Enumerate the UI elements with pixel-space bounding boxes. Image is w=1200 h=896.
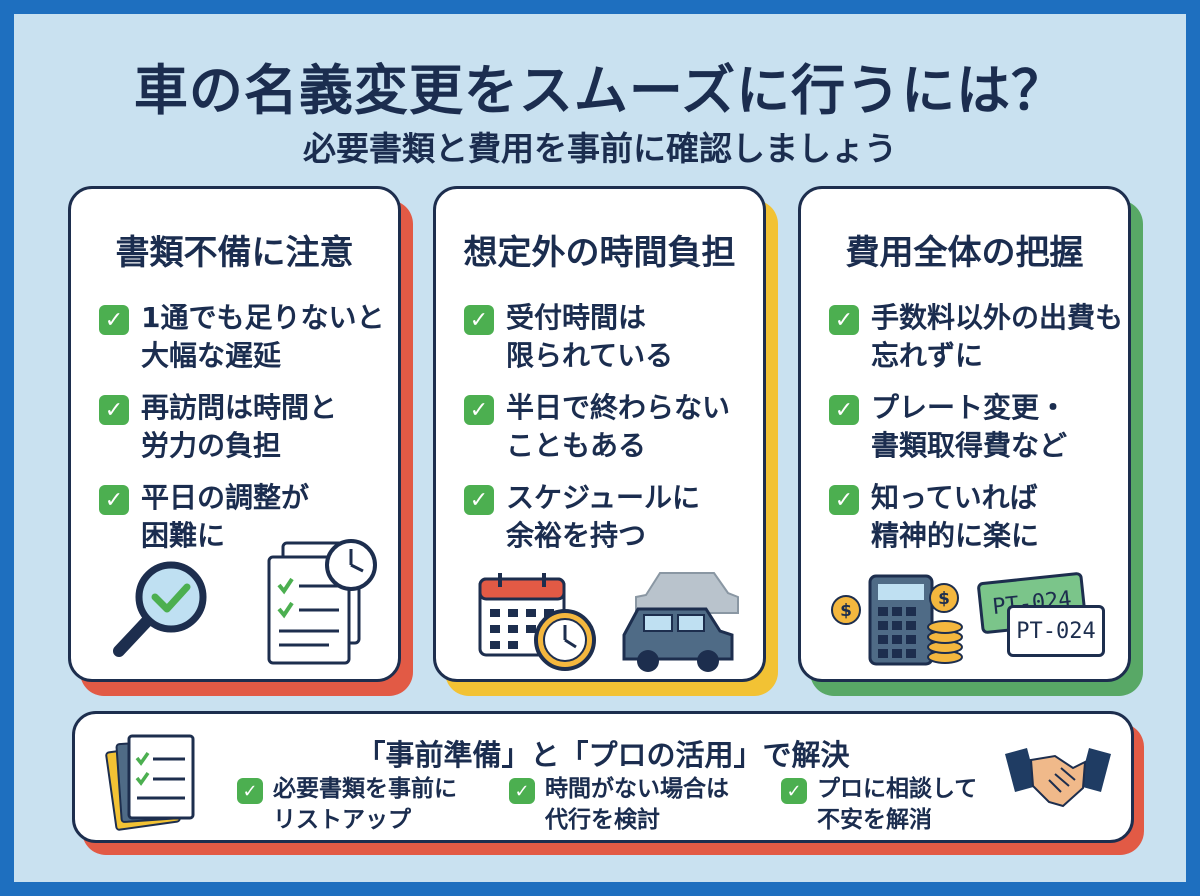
item-text: 必要書類を事前に リストアップ xyxy=(273,776,457,833)
list-item: ✓ スケジュールに 余裕を持つ xyxy=(464,479,776,555)
list-item: ✓ プロに相談して 不安を解消 xyxy=(781,774,1047,836)
check-icon: ✓ xyxy=(829,395,859,425)
card-total-cost: 費用全体の把握 ✓ 手数料以外の出費も 忘れずに ✓ プレート変更・ 書類取得費… xyxy=(798,186,1143,696)
card-time-burden: 想定外の時間負担 ✓ 受付時間は 限られている ✓ 半日で終わらない こともある… xyxy=(433,186,778,696)
list-item: ✓ 1通でも足りないと 大幅な遅延 xyxy=(99,299,411,375)
item-text: 再訪問は時間と 労力の負担 xyxy=(141,391,338,462)
check-icon: ✓ xyxy=(464,395,494,425)
card-title: 費用全体の把握 xyxy=(845,233,1084,273)
item-text: 1通でも足りないと 大幅な遅延 xyxy=(141,301,385,372)
check-icon: ✓ xyxy=(237,778,263,804)
check-icon: ✓ xyxy=(99,395,129,425)
item-text: 平日の調整が 困難に xyxy=(141,481,310,552)
check-icon: ✓ xyxy=(99,485,129,515)
list-item: ✓ 必要書類を事前に リストアップ xyxy=(237,774,503,836)
list-item: ✓ 知っていれば 精神的に楽に xyxy=(829,479,1141,555)
document-checklist-icon xyxy=(105,734,195,831)
item-text: 時間がない場合は 代行を検討 xyxy=(545,776,729,833)
item-text: 知っていれば 精神的に楽に xyxy=(871,481,1040,552)
item-text: プロに相談して 不安を解消 xyxy=(817,776,978,833)
check-icon: ✓ xyxy=(829,485,859,515)
clock-icon xyxy=(534,609,596,671)
list-item: ✓ 半日で終わらない こともある xyxy=(464,389,776,465)
svg-text:$: $ xyxy=(840,601,852,621)
check-icon: ✓ xyxy=(464,305,494,335)
check-icon: ✓ xyxy=(464,485,494,515)
license-plate-icon: PT-024 xyxy=(1007,605,1105,657)
list-item: ✓ 時間がない場合は 代行を検討 xyxy=(509,774,775,836)
item-text: スケジュールに 余裕を持つ xyxy=(506,481,701,552)
magnifier-icon xyxy=(113,561,207,657)
list-item: ✓ 平日の調整が 困難に xyxy=(99,479,411,555)
solution-title: 「事前準備」と「プロの活用」で解決 xyxy=(356,738,850,772)
page-title: 車の名義変更をスムーズに行うには？ xyxy=(133,59,1067,122)
check-icon: ✓ xyxy=(99,305,129,335)
item-text: 受付時間は 限られている xyxy=(506,301,674,372)
card-title: 想定外の時間負担 xyxy=(463,233,736,273)
list-item: ✓ 受付時間は 限られている xyxy=(464,299,776,375)
clock-icon xyxy=(325,539,377,591)
item-text: 半日で終わらない こともある xyxy=(506,391,731,462)
check-icon: ✓ xyxy=(829,305,859,335)
item-text: 手数料以外の出費も 忘れずに xyxy=(871,301,1124,372)
card-document-errors: 書類不備に注意 ✓ 1通でも足りないと 大幅な遅延 ✓ 再訪問は時間と 労力の負… xyxy=(68,186,413,696)
list-item: ✓ 再訪問は時間と 労力の負担 xyxy=(99,389,411,465)
plate-text: PT-024 xyxy=(1016,618,1096,644)
page-subtitle: 必要書類と費用を事前に確認しましょう xyxy=(303,129,897,168)
coin-icon xyxy=(927,620,963,664)
list-item: ✓ プレート変更・ 書類取得費など xyxy=(829,389,1141,465)
list-item: ✓ 手数料以外の出費も 忘れずに xyxy=(829,299,1141,375)
calculator-icon xyxy=(868,574,934,666)
solution-panel: 「事前準備」と「プロの活用」で解決 ✓ 必要書類を事前に リストアップ ✓ 時間… xyxy=(72,711,1144,855)
handshake-icon xyxy=(1005,748,1111,808)
svg-text:$: $ xyxy=(938,589,950,609)
check-icon: ✓ xyxy=(509,778,535,804)
coin-icon: $ xyxy=(831,595,861,625)
coin-icon: $ xyxy=(929,583,959,613)
card-title: 書類不備に注意 xyxy=(115,233,354,273)
car-icon xyxy=(622,572,739,672)
check-icon: ✓ xyxy=(781,778,807,804)
item-text: プレート変更・ 書類取得費など xyxy=(871,391,1068,462)
